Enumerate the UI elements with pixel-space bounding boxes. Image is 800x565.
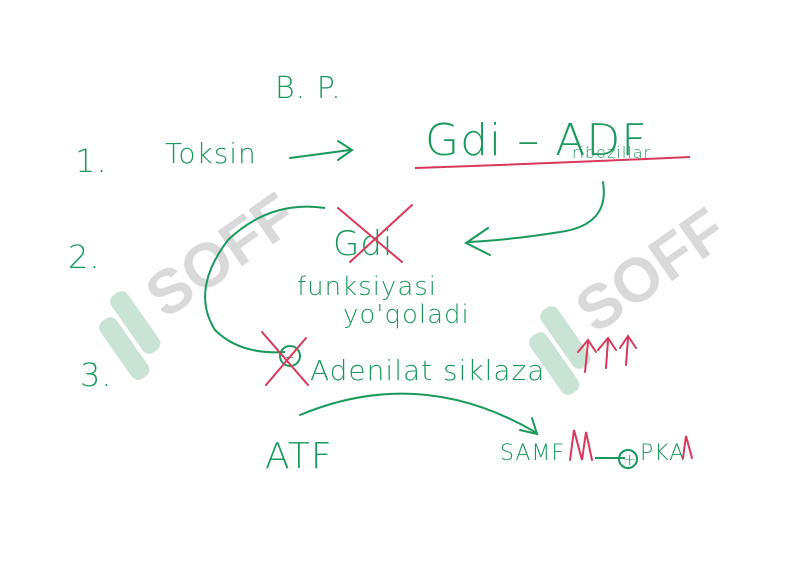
minus-circle-icon xyxy=(279,345,301,367)
gdi-crossed-label: Gdi xyxy=(333,224,393,264)
step-number-3: 3. xyxy=(80,356,113,394)
function-line-1: funksiyasi xyxy=(297,272,437,302)
cross-out-icon xyxy=(337,204,413,263)
watermark-logo-mark xyxy=(529,332,580,395)
step-number-1: 1. xyxy=(75,142,108,180)
underline xyxy=(414,156,691,169)
watermark-logo-mark xyxy=(99,317,150,380)
watermark-right: SOFF xyxy=(529,195,739,395)
step-number-2: 2. xyxy=(68,238,101,276)
ribozillar-label: ribozillar xyxy=(572,143,651,162)
red-up-arrow-icon-2 xyxy=(682,435,693,459)
pka-label: PKA xyxy=(640,441,685,466)
red-up-arrow-icon xyxy=(569,429,593,461)
plus-circle-icon xyxy=(618,449,638,469)
function-line-2: yo'qoladi xyxy=(343,300,470,330)
gdi-adf-label: Gdi – ADF xyxy=(425,115,648,166)
loop-line xyxy=(204,205,326,354)
watermark-text: SOFF xyxy=(134,180,309,331)
watermark-logo-mark-2 xyxy=(540,306,591,369)
heading: B. P. xyxy=(275,71,342,106)
arc-arrow-icon xyxy=(299,392,539,436)
samf-label: SAMF xyxy=(500,441,565,466)
arrow-right-icon xyxy=(289,140,354,161)
cross-out-icon xyxy=(261,331,309,386)
up-arrows-icon xyxy=(577,334,637,373)
watermark-text: SOFF xyxy=(564,195,739,346)
atf-label: ATF xyxy=(265,436,333,477)
toksin-label: Toksin xyxy=(165,137,257,170)
watermark-logo-mark-2 xyxy=(110,291,161,354)
adenilat-label: Adenilat siklaza xyxy=(310,354,545,387)
plus-sign: + xyxy=(623,450,637,469)
curved-arrow-icon xyxy=(464,181,605,256)
